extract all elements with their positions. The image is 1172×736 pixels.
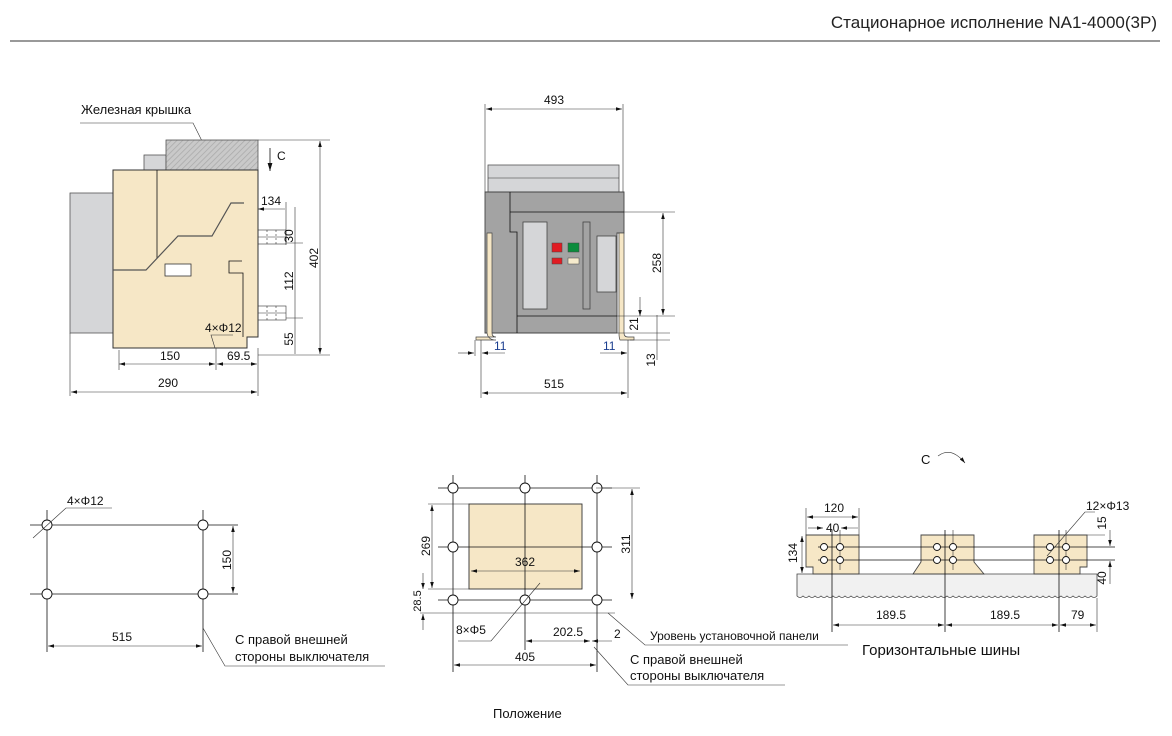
dim-258: 258 [650, 253, 664, 273]
breaker-body [112, 169, 259, 349]
note-line-2: стороны выключателя [630, 668, 764, 683]
holes-8xd5: 8×Φ5 [456, 623, 486, 637]
position-view: 311 269 362 28.5 8×Φ5 202.5 2 405 Уровен… [412, 475, 848, 721]
side-view: Железная крышка C 402 134 30 112 55 4× [69, 102, 330, 396]
dim-79: 79 [1071, 608, 1085, 622]
busbar-caption: Горизонтальные шины [862, 642, 1020, 659]
page-title: Стационарное исполнение NA1-4000(3P) [831, 13, 1157, 32]
holes-4xd12: 4×Φ12 [67, 494, 104, 508]
dim-189-5-right: 189.5 [990, 608, 1020, 622]
dim-515: 515 [112, 630, 132, 644]
left-rail [475, 232, 497, 341]
slot [582, 221, 591, 310]
dim-13: 13 [644, 353, 658, 367]
dim-189-5-left: 189.5 [876, 608, 906, 622]
dim-28-5: 28.5 [412, 590, 424, 611]
busbar-view: C 120 40 134 12×Φ13 15 40 [786, 451, 1130, 659]
holes-leader [210, 334, 233, 349]
busbar-middle [912, 534, 985, 575]
cover-label: Железная крышка [81, 102, 192, 117]
busbar-holes [820, 543, 1070, 564]
dim-269: 269 [419, 536, 433, 556]
note-line-1: С правой внешней [235, 632, 348, 647]
busbar-left [805, 534, 860, 575]
dim-515: 515 [544, 377, 564, 391]
status-indicator-cream [567, 257, 580, 265]
mounting-holes-view: 4×Φ12 150 515 С правой внешней стороны в… [30, 494, 385, 667]
right-rail [618, 232, 635, 341]
position-holes [447, 482, 603, 606]
dim-150: 150 [160, 349, 180, 363]
breaker-footprint [468, 503, 583, 590]
dim-112: 112 [282, 271, 296, 290]
holes-12xd13: 12×Φ13 [1086, 499, 1130, 513]
note-line-2: стороны выключателя [235, 649, 369, 664]
body-step [228, 260, 244, 337]
dim-290: 290 [158, 376, 178, 390]
dim-493: 493 [544, 93, 564, 107]
dim-11-left: 11 [494, 339, 507, 353]
mount-hole [197, 519, 209, 531]
dim-11-right: 11 [603, 339, 616, 353]
dim-311: 311 [619, 534, 633, 553]
dim-40-right: 40 [1095, 571, 1109, 585]
mount-hole [41, 588, 53, 600]
nameplate-window [164, 263, 192, 277]
on-button [567, 242, 580, 253]
dim-15: 15 [1095, 516, 1109, 530]
top-cover [487, 164, 620, 193]
holes-4xd12: 4×Φ12 [205, 321, 242, 335]
dim-402: 402 [307, 248, 321, 268]
view-c-arrow [937, 451, 966, 464]
front-view: 493 258 21 13 11 11 515 [458, 93, 675, 398]
dim-134: 134 [786, 543, 800, 563]
dim-69-5: 69.5 [227, 349, 251, 363]
position-caption: Положение [493, 706, 562, 721]
left-window [522, 221, 548, 310]
dim-150: 150 [220, 550, 234, 570]
dim-40: 40 [826, 521, 840, 535]
dim-202-5: 202.5 [553, 625, 583, 639]
status-indicator [551, 257, 563, 265]
rear-housing [69, 192, 114, 334]
mount-hole [197, 588, 209, 600]
right-window [596, 235, 617, 293]
panel-level-label: Уровень установочной панели [650, 629, 819, 643]
note-line-1: С правой внешней [630, 652, 743, 667]
dim-120: 120 [824, 501, 844, 515]
iron-cover [165, 139, 259, 171]
dim-2: 2 [614, 627, 621, 641]
off-button [551, 242, 563, 253]
dim-405: 405 [515, 650, 535, 664]
body-contour [113, 202, 244, 271]
view-c-label: C [921, 452, 930, 467]
cover-leader [80, 122, 203, 142]
dim-362: 362 [515, 555, 535, 569]
top-block [143, 154, 167, 171]
view-c-label: C [277, 149, 286, 163]
dim-134: 134 [261, 194, 281, 208]
mounting-panel [796, 573, 1098, 598]
terminal-bottom [257, 305, 287, 321]
dim-21: 21 [627, 317, 641, 331]
busbar-right [1033, 534, 1088, 575]
dim-30: 30 [282, 229, 296, 243]
dim-55: 55 [282, 332, 296, 346]
